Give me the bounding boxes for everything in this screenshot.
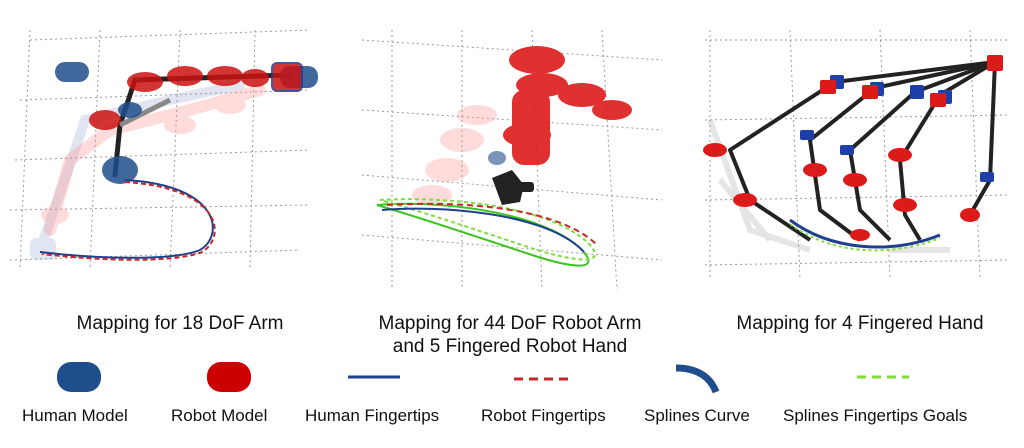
legend-splines-goals-line <box>855 360 911 399</box>
legend-robot-model-swatch <box>205 360 253 399</box>
arm18-figure <box>9 29 318 271</box>
legend-human-model-label: Human Model <box>22 406 128 425</box>
grid-floor <box>9 29 311 271</box>
grid-floor <box>361 29 663 291</box>
legend-human-model-swatch <box>55 360 103 399</box>
legend-splines-curve-label: Splines Curve <box>644 406 750 425</box>
panel-4-fingered-hand <box>690 0 1024 300</box>
robot-hand <box>492 170 534 205</box>
legend-robot-fingertips-label: Robot Fingertips <box>481 406 606 425</box>
legend-robot-fingertips-line <box>512 360 570 399</box>
legend-human-fingertips-line <box>346 360 402 399</box>
hand4-figure <box>703 29 1011 281</box>
caption-44dof-line1: Mapping for 44 DoF Robot Arm <box>378 313 642 334</box>
legend-splines-curve-arc <box>672 360 722 399</box>
robot-model-ghost <box>41 84 266 236</box>
arm44-figure <box>361 29 663 291</box>
fingertip-trajectory <box>789 218 941 252</box>
caption-44dof-arm-hand: Mapping for 44 DoF Robot Arm and 5 Finge… <box>340 312 680 358</box>
legend-human-fingertips-label: Human Fingertips <box>305 406 440 425</box>
caption-18dof-arm: Mapping for 18 DoF Arm <box>76 313 284 334</box>
robot-model-joints <box>703 55 1003 241</box>
fingertip-trajectory <box>39 179 216 261</box>
robot-model-arm <box>503 46 632 165</box>
human-model-hand <box>488 151 506 165</box>
panel-18dof-arm <box>0 0 336 300</box>
legend-splines-goals-label: Splines Fingertips Goals <box>783 406 968 425</box>
legend-robot-model-label: Robot Model <box>171 406 268 425</box>
caption-44dof-line2: and 5 Fingered Robot Hand <box>392 336 628 357</box>
caption-4-fingered-hand: Mapping for 4 Fingered Hand <box>736 313 984 334</box>
hand-ghost <box>707 118 950 253</box>
robot-model-arm <box>89 62 303 130</box>
fingertip-trajectories <box>376 198 598 267</box>
robot-model-ghost <box>412 105 497 205</box>
panel-44dof-arm-hand <box>352 0 672 300</box>
